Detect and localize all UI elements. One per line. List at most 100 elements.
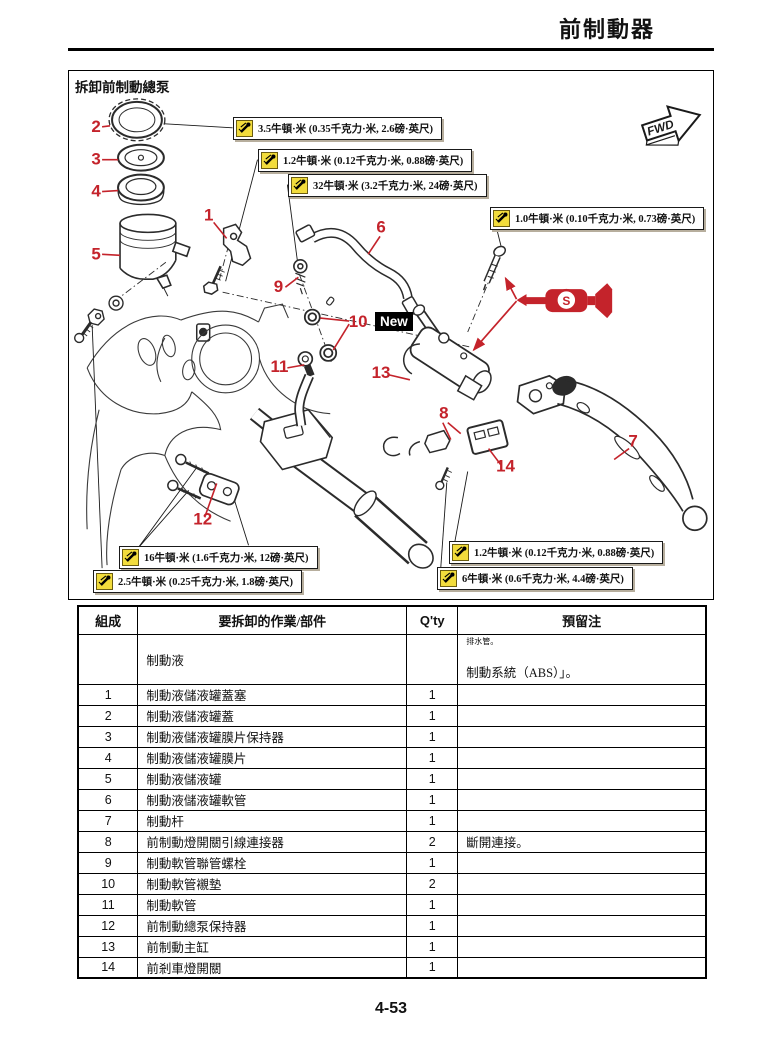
reservoir-hose	[295, 224, 421, 317]
svg-text:S: S	[562, 294, 570, 308]
table-header-row: 組成 要拆卸的作業/部件 Q'ty 預留注	[77, 605, 707, 635]
part-name: 前制動燈開關引線連接器	[137, 830, 408, 853]
part-name: 前制動主缸	[137, 935, 408, 958]
part-number-label: 12	[193, 509, 212, 528]
torque-wrench-icon	[452, 544, 469, 561]
reservoir-cap	[108, 98, 166, 142]
part-name: 制動液儲液罐軟管	[137, 788, 408, 811]
part-name: 制動液儲液罐膜片保持器	[137, 725, 408, 748]
part-number-label: 9	[274, 277, 283, 296]
fork-crown-sketch	[86, 303, 331, 566]
part-name: 前剎車燈開關	[137, 956, 408, 979]
torque-wrench-icon	[122, 549, 139, 566]
part-number-label: 3	[91, 150, 100, 169]
torque-text: 16牛頓·米 (1.6千克力·米, 12磅·英尺)	[144, 553, 309, 564]
master-cylinder	[402, 304, 492, 401]
diaphragm	[117, 173, 165, 206]
hose-washers	[303, 296, 338, 362]
table-row: 制動液 排水管。 制動系統（ABS）」。	[77, 633, 707, 685]
torque-wrench-icon	[236, 120, 253, 137]
column-header: Q'ty	[406, 605, 459, 635]
part-name: 制動軟管聯管螺栓	[137, 851, 408, 874]
torque-callout: 1.2牛頓·米 (0.12千克力·米, 0.88磅·英尺)	[258, 149, 473, 172]
part-name: 制動液儲液罐蓋塞	[137, 683, 408, 706]
torque-text: 2.5牛頓·米 (0.25千克力·米, 1.8磅·英尺)	[118, 577, 293, 588]
torque-callout: 1.0牛頓·米 (0.10千克力·米, 0.73磅·英尺)	[490, 207, 705, 230]
torque-text: 1.2牛頓·米 (0.12千克力·米, 0.88磅·英尺)	[474, 548, 655, 559]
master-cylinder-holder	[167, 453, 240, 506]
torque-text: 1.0牛頓·米 (0.10千克力·米, 0.73磅·英尺)	[515, 214, 696, 225]
torque-callout: 3.5牛頓·米 (0.35千克力·米, 2.6磅·英尺)	[233, 117, 442, 140]
torque-text: 32牛頓·米 (3.2千克力·米, 24磅·英尺)	[313, 181, 478, 192]
brake-hose	[294, 351, 315, 427]
part-name: 制動液儲液罐蓋	[137, 704, 408, 727]
torque-wrench-icon	[261, 152, 278, 169]
part-number-label: 13	[372, 363, 391, 382]
reservoir-hose-screw	[482, 245, 507, 291]
part-name: 制動杆	[137, 809, 408, 832]
s-tool-icon: S	[472, 276, 613, 352]
reservoir-bolt-washer	[74, 295, 124, 344]
brake-light-switch	[435, 419, 509, 491]
part-number-label: 14	[496, 456, 515, 475]
torque-callout: 1.2牛頓·米 (0.12千克力·米, 0.88磅·英尺)	[449, 541, 664, 564]
part-number-label: 4	[91, 182, 101, 201]
diagram-panel: 拆卸前制動總泵	[68, 70, 714, 600]
exploded-diagram: S	[74, 98, 708, 569]
union-bolt	[293, 258, 308, 295]
torque-callout: 32牛頓·米 (3.2千克力·米, 24磅·英尺)	[288, 174, 487, 197]
part-number-labels: 1 2 3 4 5 6 7 8 9 10 11 12 13 14	[91, 117, 637, 529]
brake-lever	[516, 374, 708, 532]
part-number-label: 5	[91, 244, 100, 263]
column-header: 組成	[77, 605, 139, 635]
torque-callout: 16牛頓·米 (1.6千克力·米, 12磅·英尺)	[119, 546, 318, 569]
torque-text: 6牛頓·米 (0.6千克力·米, 4.4磅·英尺)	[462, 574, 624, 585]
part-name: 制動液儲液罐	[137, 767, 408, 790]
part-number-label: 6	[376, 217, 385, 236]
part-number-label: 7	[628, 432, 637, 451]
page-number: 4-53	[374, 1000, 408, 1017]
new-badge: New	[375, 312, 413, 331]
torque-wrench-icon	[493, 210, 510, 227]
parts-table: 組成 要拆卸的作業/部件 Q'ty 預留注 制動液 排水管。 制動系統（ABS）…	[77, 605, 707, 979]
header-rule	[68, 48, 714, 51]
part-number-label: 8	[439, 404, 448, 423]
part-number-label: 10	[349, 312, 368, 331]
torque-wrench-icon	[96, 573, 113, 590]
number-leader-lines	[101, 125, 630, 518]
remark-small: 排水管。	[466, 637, 499, 646]
handlebar	[249, 407, 434, 569]
torque-wrench-icon	[440, 570, 457, 587]
lead-connector	[382, 429, 451, 457]
diaphragm-holder	[117, 143, 165, 172]
part-number-label: 11	[270, 357, 288, 376]
torque-text: 3.5牛頓·米 (0.35千克力·米, 2.6磅·英尺)	[258, 124, 433, 135]
torque-callout: 6牛頓·米 (0.6千克力·米, 4.4磅·英尺)	[437, 567, 633, 590]
reservoir	[119, 213, 191, 297]
column-header: 要拆卸的作業/部件	[137, 605, 408, 635]
part-number-label: 2	[91, 117, 100, 136]
part-name: 制動軟管襯墊	[137, 872, 408, 895]
reservoir-bracket	[202, 223, 252, 295]
section-title: 拆卸前制動總泵	[75, 80, 170, 95]
part-number-label: 1	[204, 205, 213, 224]
torque-callout: 2.5牛頓·米 (0.25千克力·米, 1.8磅·英尺)	[93, 570, 302, 593]
column-header: 預留注	[457, 605, 707, 635]
part-name: 制動液	[137, 633, 408, 685]
part-name: 前制動總泵保持器	[137, 914, 408, 937]
torque-text: 1.2牛頓·米 (0.12千克力·米, 0.88磅·英尺)	[283, 156, 464, 167]
